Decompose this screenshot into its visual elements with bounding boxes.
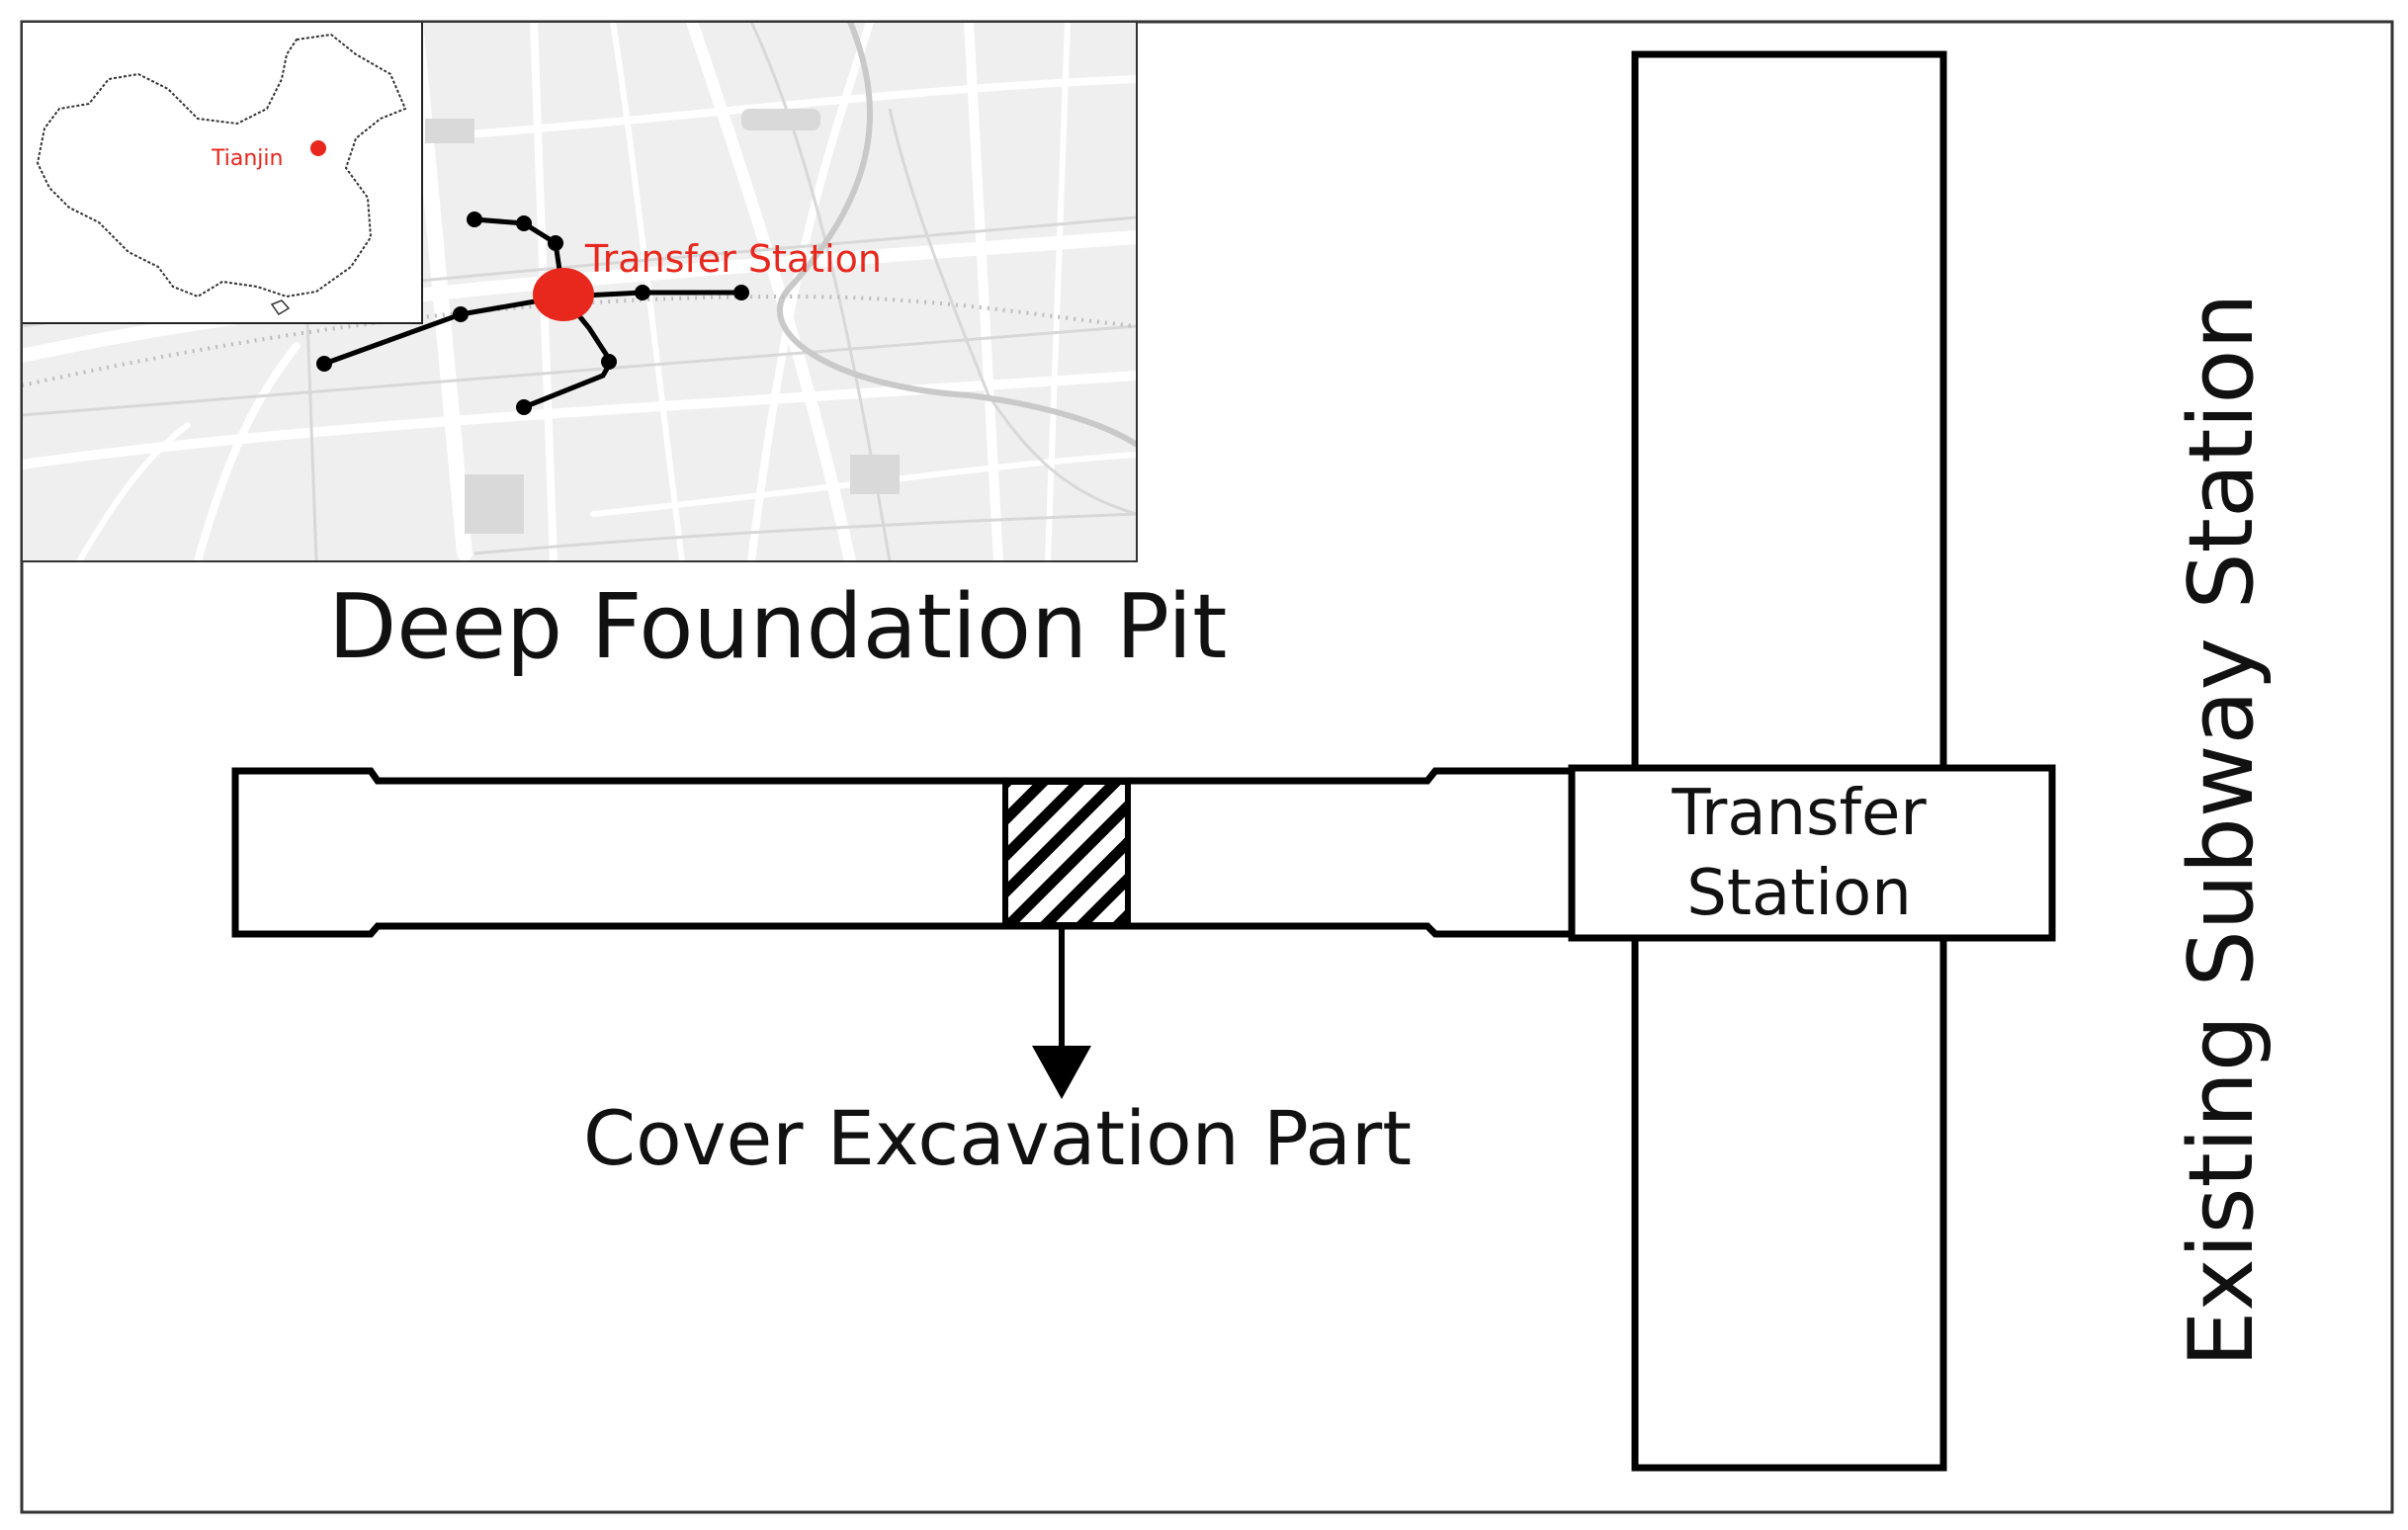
tianjin-marker — [310, 140, 326, 156]
transfer-station-marker — [533, 268, 594, 321]
transfer-station-label-line2: Station — [1686, 857, 1912, 930]
subway-stops — [316, 212, 749, 415]
existing-subway-station-label: Existing Subway Station — [2170, 294, 2274, 1368]
inset-location-map: Tianjin Transfer Station — [22, 22, 1137, 561]
cover-excavation-arrow — [1032, 925, 1091, 1099]
cover-excavation-hatch — [1002, 779, 1131, 928]
transfer-station-label-line1: Transfer — [1671, 777, 1927, 850]
cover-excavation-label: Cover Excavation Part — [583, 1094, 1412, 1182]
foundation-pit-outline — [231, 767, 1582, 938]
deep-foundation-pit-label: Deep Foundation Pit — [328, 575, 1227, 679]
map-parks — [425, 109, 900, 534]
transfer-station-box — [1568, 764, 2056, 942]
inset-map-frame — [21, 21, 1138, 562]
tianjin-label: Tianjin — [211, 146, 283, 171]
hainan-outline — [270, 299, 291, 316]
china-outline — [36, 33, 407, 298]
transfer-station-map-label: Transfer Station — [584, 237, 882, 281]
map-river — [777, 22, 1137, 448]
existing-subway-station-box — [1631, 50, 1947, 1472]
